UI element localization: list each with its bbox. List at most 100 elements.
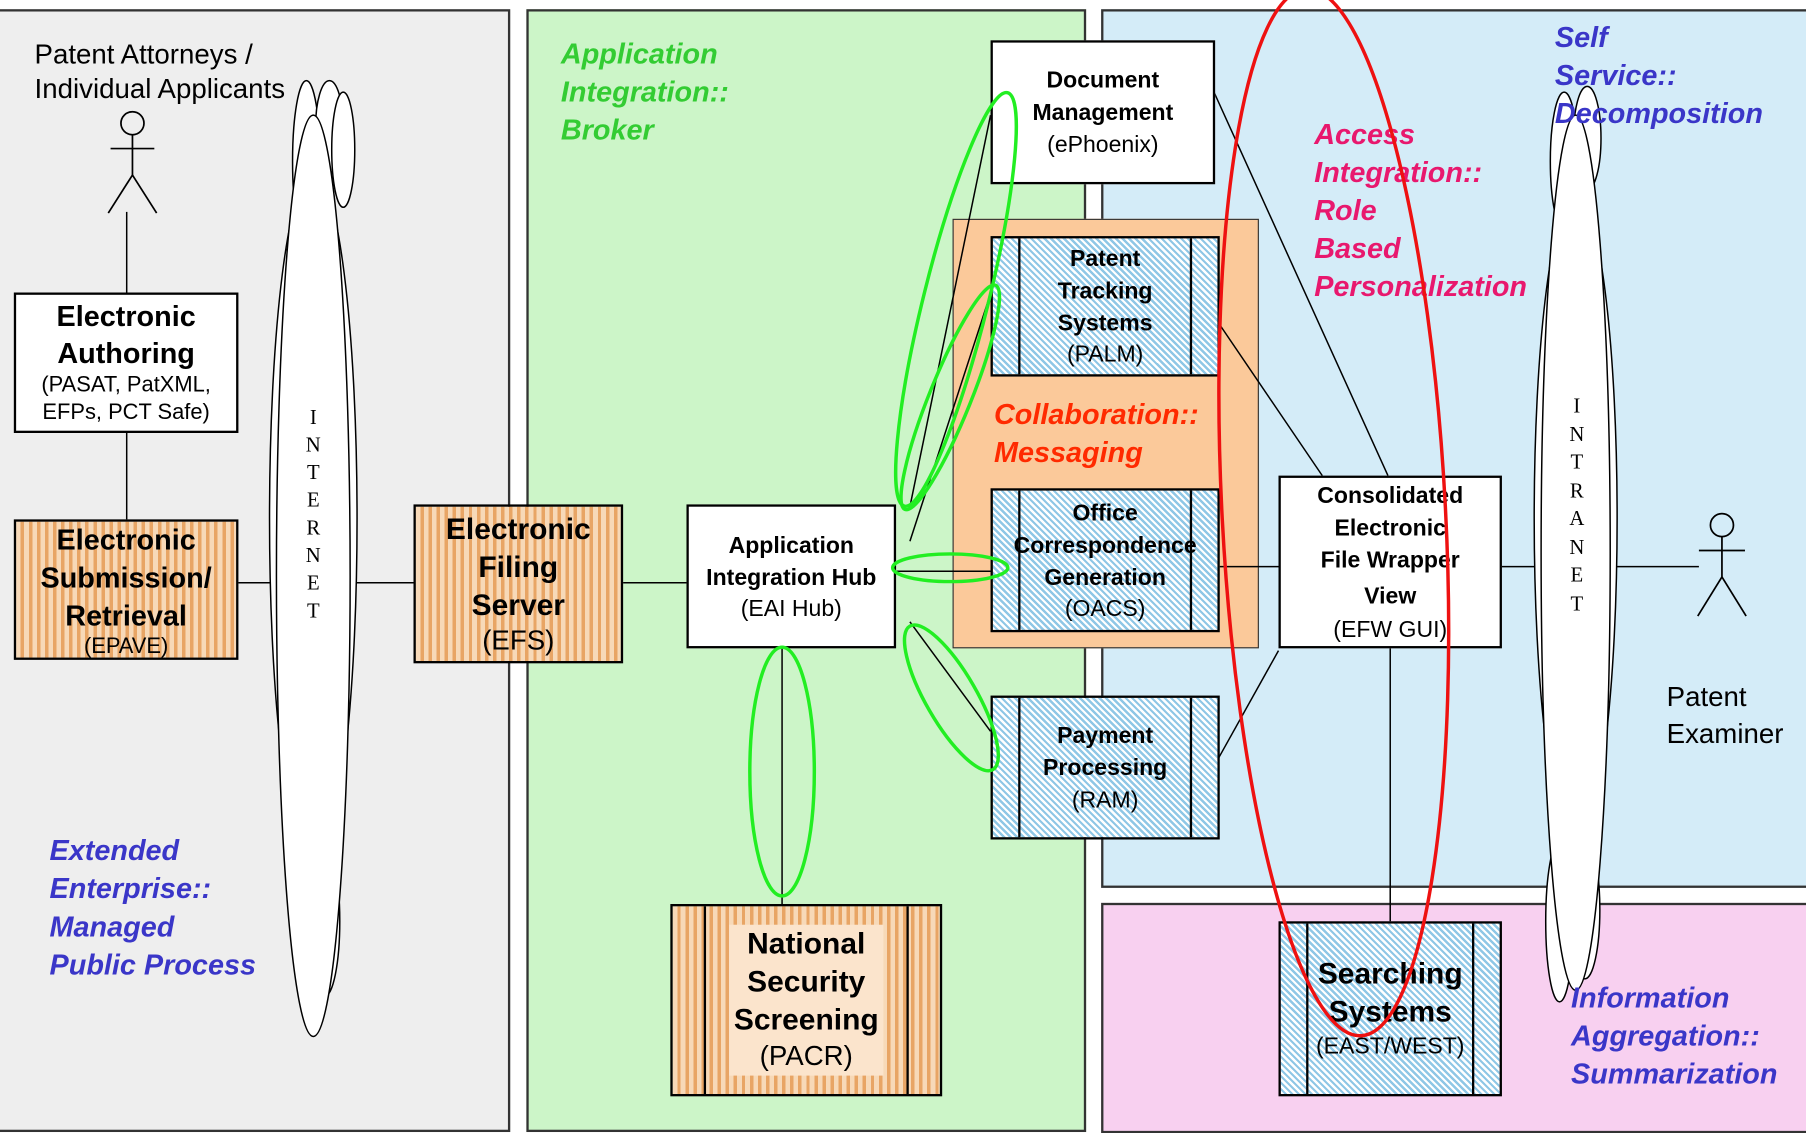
- intranet-letter-1: I: [1573, 393, 1581, 417]
- internet-letter-2: N: [305, 433, 321, 457]
- tracking-sub: (PALM): [1066, 342, 1144, 368]
- ellipse-hub-docmgmt: [893, 90, 1019, 509]
- internet-letter-4: E: [306, 488, 320, 512]
- line-docmgmt-efw: [1213, 91, 1389, 476]
- line-hub-docmgmt: [909, 115, 992, 507]
- extended-enterprise-label: Extended Enterprise:: Managed Public Pro…: [50, 833, 256, 985]
- application-integration-label: Application Integration:: Broker: [561, 36, 729, 150]
- tracking-title-1: Patent: [1069, 246, 1141, 272]
- efs-title-2: Filing: [478, 548, 559, 584]
- intranet-letter-8: T: [1570, 591, 1584, 615]
- line-tracking-efw: [1219, 324, 1323, 477]
- application-integration-hub-box: Application Integration Hub (EAI Hub): [686, 504, 897, 649]
- ai-line-2: Integration::: [560, 76, 729, 109]
- internet-letter-3: T: [306, 460, 320, 484]
- efw-title-3: File Wrapper: [1320, 548, 1460, 574]
- docmgmt-title-2: Management: [1032, 99, 1174, 125]
- collab-line-2: Messaging: [994, 436, 1143, 469]
- payment-divider-right: [1189, 697, 1193, 838]
- intranet-letter-5: A: [1569, 506, 1585, 530]
- ee-line-2: Enterprise::: [49, 872, 212, 906]
- line-hub-tracking: [909, 293, 992, 542]
- internet-letter-5: R: [306, 515, 321, 539]
- intranet-letter-2: N: [1569, 422, 1585, 446]
- electronic-filing-server-box: Electronic Filing Server (EFS): [413, 504, 624, 664]
- authoring-sub-1: (PASAT, PatXML,: [41, 373, 211, 398]
- office-divider-left: [1018, 490, 1021, 630]
- information-aggregation-label: Information Aggregation:: Summarization: [1571, 980, 1777, 1094]
- nss-title-3: Screening: [733, 1001, 879, 1037]
- applicants-line-2: Individual Applicants: [34, 73, 286, 105]
- hub-sub: (EAI Hub): [740, 595, 842, 622]
- searching-divider-right: [1472, 923, 1475, 1095]
- examiner-line-1: Patent: [1666, 681, 1747, 713]
- efw-title-1: Consolidated: [1317, 483, 1464, 510]
- efs-sub: (EFS): [482, 624, 555, 656]
- submission-title-1: Electronic: [56, 523, 196, 556]
- collab-line-1: Collaboration::: [994, 398, 1199, 431]
- office-title-3: Generation: [1044, 564, 1166, 591]
- intranet-letter-7: E: [1570, 563, 1584, 587]
- payment-processing-box: Payment Processing (RAM): [990, 695, 1220, 840]
- efs-title-1: Electronic: [445, 510, 591, 546]
- applicant-stick-figure: [107, 110, 158, 214]
- applicants-line-1: Patent Attorneys /: [34, 39, 253, 71]
- docmgmt-sub: (ePhoenix): [1047, 131, 1159, 158]
- efw-sub: (EFW GUI): [1333, 617, 1448, 643]
- internet-letter-8: T: [306, 598, 320, 622]
- searching-title-2: Systems: [1328, 993, 1452, 1029]
- payment-divider-left: [1018, 697, 1021, 838]
- ia-line-1: Information: [1571, 982, 1730, 1015]
- authoring-sub-2: EFPs, PCT Safe): [42, 400, 210, 425]
- internet-label: I N T E R N E T: [302, 403, 325, 624]
- docmgmt-title-1: Document: [1046, 67, 1160, 93]
- nss-title-1: National: [747, 925, 866, 961]
- submission-title-3: Retrieval: [65, 599, 187, 632]
- self-service-label: Self Service:: Decomposition: [1555, 20, 1763, 134]
- tracking-title-2: Tracking: [1057, 278, 1153, 305]
- applicants-label: Patent Attorneys / Individual Applicants: [35, 39, 285, 106]
- nss-title-2: Security: [747, 963, 866, 999]
- ee-line-1: Extended: [49, 834, 180, 868]
- ss-line-3: Decomposition: [1554, 97, 1763, 131]
- searching-systems-box: Searching Systems (EAST/WEST): [1278, 921, 1502, 1097]
- examiner-stick-figure: [1697, 512, 1747, 617]
- internet-letter-7: E: [306, 571, 320, 595]
- hub-title-1: Application: [728, 532, 854, 558]
- ia-line-2: Aggregation::: [1571, 1020, 1760, 1053]
- searching-divider-left: [1306, 923, 1309, 1095]
- internet-letter-6: N: [305, 543, 321, 567]
- ss-line-1: Self: [1554, 21, 1608, 55]
- internet-letter-1: I: [309, 405, 317, 429]
- electronic-authoring-box: Electronic Authoring (PASAT, PatXML, EFP…: [13, 292, 239, 434]
- submission-title-2: Submission/: [40, 561, 212, 594]
- hub-title-2: Integration Hub: [706, 564, 877, 591]
- payment-title-2: Processing: [1043, 754, 1168, 781]
- intranet-cloud: [1533, 85, 1618, 1003]
- intranet-letter-4: R: [1569, 478, 1584, 502]
- ellipse-hub-tracking: [899, 283, 1002, 512]
- internet-cloud: [268, 79, 358, 1038]
- submission-sub: (EPAVE): [83, 633, 169, 659]
- acc-line-4: Based: [1314, 232, 1401, 265]
- payment-sub: (RAM): [1071, 787, 1139, 813]
- line-hub-payment: [909, 621, 992, 732]
- office-correspondence-generation-box: Office Correspondence Generation (OACS): [990, 488, 1220, 633]
- ss-line-2: Service::: [1554, 59, 1677, 93]
- access-integration-label: Access Integration:: Role Based Personal…: [1314, 116, 1527, 306]
- ee-line-4: Public Process: [49, 948, 256, 982]
- patent-tracking-systems-box: Patent Tracking Systems (PALM): [990, 236, 1220, 377]
- authoring-title-2: Authoring: [57, 337, 195, 370]
- examiner-line-2: Examiner: [1666, 718, 1784, 750]
- office-title-1: Office: [1072, 500, 1138, 526]
- ellipse-hub-office: [890, 552, 1010, 584]
- nss-divider-left: [703, 906, 707, 1095]
- efw-title-4: View: [1364, 583, 1417, 610]
- acc-line-1: Access: [1314, 118, 1416, 151]
- national-security-screening-box: National Security Screening (PACR): [670, 904, 943, 1097]
- searching-title-1: Searching: [1317, 955, 1463, 991]
- document-management-box: Document Management (ePhoenix): [990, 40, 1216, 185]
